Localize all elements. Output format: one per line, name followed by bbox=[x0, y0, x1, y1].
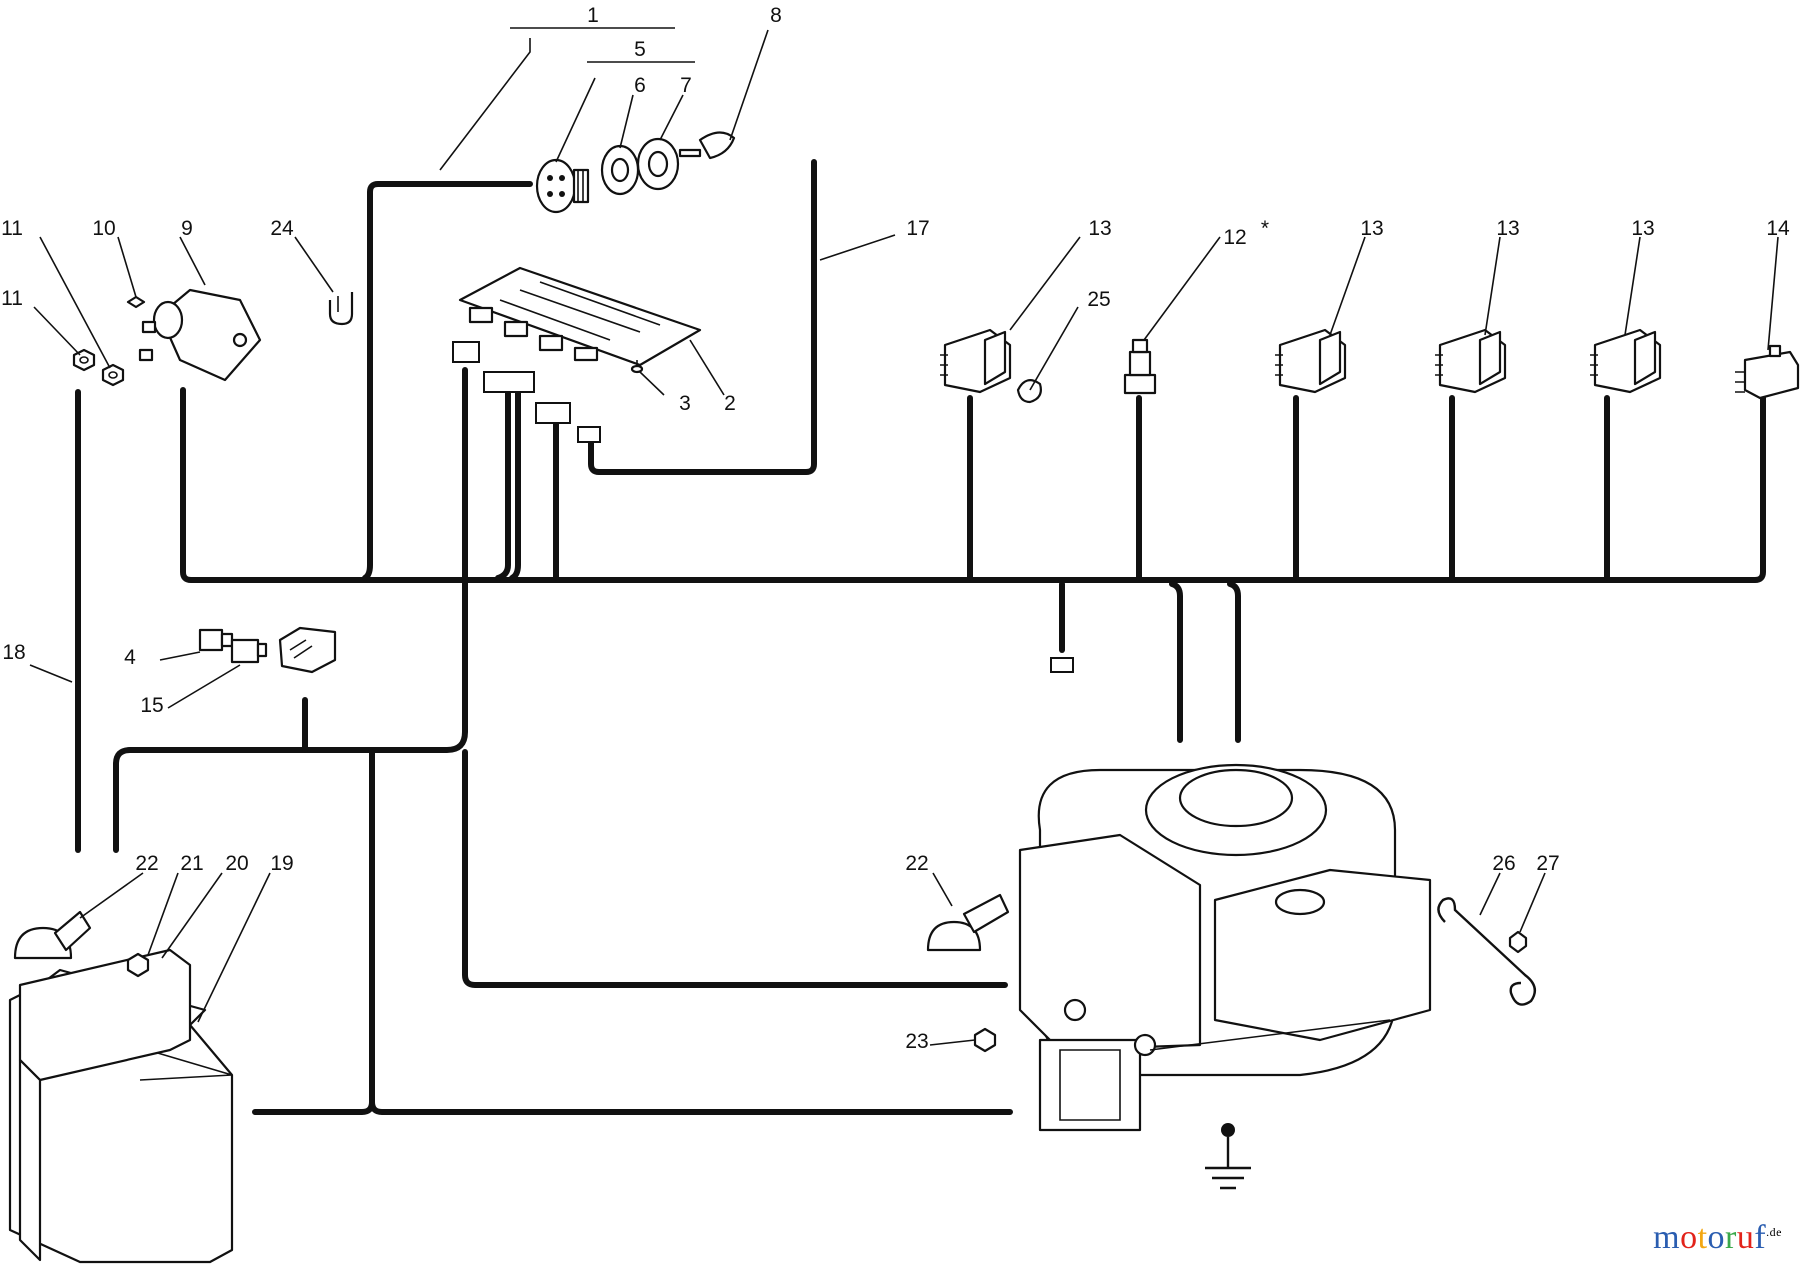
callout-17: 17 bbox=[906, 217, 929, 240]
ground-icon bbox=[1205, 1123, 1251, 1190]
callout-13-d: 13 bbox=[1631, 217, 1654, 240]
watermark-tld: .de bbox=[1766, 1224, 1782, 1239]
ignition-key bbox=[678, 131, 736, 160]
spring-bolt bbox=[1508, 930, 1528, 954]
callout-9: 9 bbox=[181, 217, 193, 240]
callout-8: 8 bbox=[770, 4, 782, 27]
connector-blocks bbox=[452, 341, 1074, 673]
connector-b bbox=[483, 371, 535, 393]
callout-21: 21 bbox=[180, 852, 203, 875]
callout-5: 5 bbox=[634, 38, 646, 61]
callout-14: 14 bbox=[1766, 217, 1790, 240]
callout-15: 15 bbox=[140, 694, 163, 717]
site-watermark: motoruf.de bbox=[1653, 1219, 1782, 1257]
callout-25: 25 bbox=[1087, 288, 1110, 311]
callout-24: 24 bbox=[270, 217, 294, 240]
interlock-switch-4 bbox=[1590, 328, 1662, 394]
leader-lines bbox=[29, 27, 1779, 1046]
watermark-letter: r bbox=[1725, 1219, 1737, 1256]
callout-4: 4 bbox=[124, 646, 136, 669]
callout-22-right: 22 bbox=[905, 852, 928, 875]
callout-1: 1 bbox=[587, 4, 599, 27]
terminal-boot-left bbox=[13, 910, 92, 960]
ignition-switch bbox=[535, 158, 590, 214]
terminal-boot-right bbox=[926, 893, 1010, 952]
microswitch bbox=[1735, 344, 1800, 400]
pressure-switch bbox=[1123, 338, 1157, 395]
callout-11-bottom: 11 bbox=[1, 287, 23, 310]
watermark-letter: u bbox=[1736, 1219, 1755, 1256]
callout-18: 18 bbox=[2, 641, 25, 664]
watermark-letter: m bbox=[1653, 1219, 1681, 1256]
callout-7: 7 bbox=[680, 74, 692, 97]
callout-13-a: 13 bbox=[1088, 217, 1111, 240]
spring bbox=[1437, 897, 1537, 1006]
callout-23: 23 bbox=[905, 1030, 928, 1053]
connector-a bbox=[452, 341, 480, 363]
cable-clip bbox=[1016, 379, 1042, 404]
callout-3: 3 bbox=[679, 392, 691, 415]
interlock-switch-3 bbox=[1435, 328, 1507, 394]
watermark-letter: t bbox=[1697, 1219, 1708, 1256]
switch-nut bbox=[600, 144, 640, 196]
callout-13-b: 13 bbox=[1360, 217, 1383, 240]
callout-26: 26 bbox=[1492, 852, 1515, 875]
callout-22-left: 22 bbox=[135, 852, 158, 875]
callout-27: 27 bbox=[1536, 852, 1559, 875]
interlock-switch-1 bbox=[940, 328, 1012, 394]
bracket-bolt bbox=[126, 952, 150, 978]
callout-12: 12 bbox=[1223, 226, 1246, 249]
connector-c bbox=[535, 402, 571, 424]
wire-clip bbox=[328, 292, 354, 326]
fuse bbox=[198, 628, 234, 652]
engine bbox=[1018, 763, 1432, 1132]
interlock-switch-2 bbox=[1275, 328, 1347, 394]
terminal-nut-b bbox=[101, 363, 125, 387]
watermark-letter: f bbox=[1754, 1219, 1767, 1256]
connector-e bbox=[1050, 657, 1074, 673]
battery-hold-down bbox=[18, 948, 192, 1262]
callout-11-top: 11 bbox=[1, 217, 23, 240]
callout-10: 10 bbox=[92, 217, 115, 240]
callout-19: 19 bbox=[270, 852, 293, 875]
callout-labels: 1 5 6 7 8 17 11 11 10 9 24 13 12 * 13 13… bbox=[1, 4, 1790, 1053]
watermark-letter: o bbox=[1707, 1219, 1726, 1256]
connector-d bbox=[577, 426, 601, 443]
callout-20: 20 bbox=[225, 852, 248, 875]
callout-6: 6 bbox=[634, 74, 646, 97]
wiring-harness bbox=[75, 159, 1766, 1115]
starter-solenoid bbox=[138, 288, 262, 382]
callout-12-asterisk: * bbox=[1261, 217, 1269, 240]
screw bbox=[630, 360, 644, 374]
watermark-letter: o bbox=[1680, 1219, 1698, 1256]
engine-nut bbox=[973, 1027, 997, 1053]
fuse-holder bbox=[230, 638, 268, 664]
relay bbox=[278, 626, 337, 674]
callout-13-c: 13 bbox=[1496, 217, 1519, 240]
callout-2: 2 bbox=[724, 392, 736, 415]
terminal-screw bbox=[126, 295, 146, 309]
switch-bezel bbox=[636, 137, 680, 191]
circuit-board bbox=[458, 266, 702, 367]
